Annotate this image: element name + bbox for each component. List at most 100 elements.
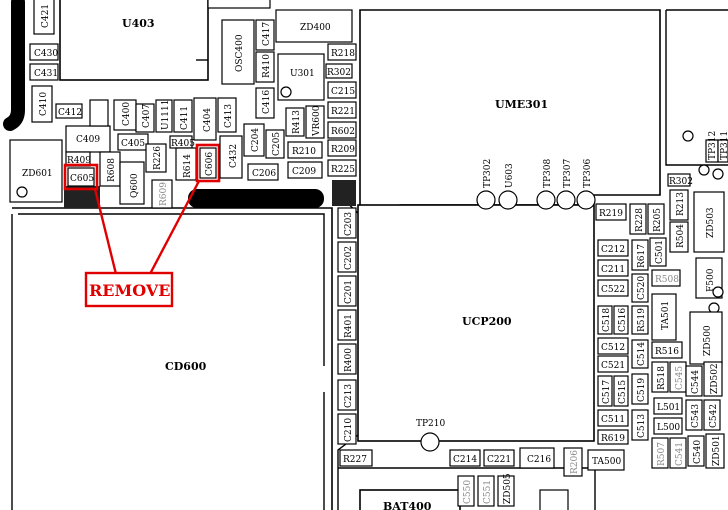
remove-label: REMOVE (89, 281, 170, 300)
svg-text:C545: C545 (675, 366, 685, 390)
comp-r519 (631, 305, 649, 335)
comp-zd505 (497, 475, 515, 507)
comp-r206 (563, 447, 583, 477)
remove-callout (84, 271, 174, 308)
svg-text:ZD400: ZD400 (300, 23, 331, 33)
svg-text:C521: C521 (601, 361, 625, 371)
comp-r227 (339, 449, 373, 467)
comp-c514 (631, 339, 649, 369)
comp-c521 (597, 355, 629, 373)
svg-text:C202: C202 (344, 246, 354, 270)
comp-c409 (65, 125, 111, 153)
svg-text:R401: R401 (344, 314, 354, 338)
comp-block-2 (332, 180, 356, 206)
svg-text:TP311: TP311 (720, 131, 728, 160)
comp-c432 (219, 135, 243, 179)
comp-l500 (653, 417, 683, 435)
svg-text:ZD502: ZD502 (710, 363, 720, 394)
comp-c412 (55, 103, 83, 119)
svg-text:R226: R226 (153, 146, 163, 170)
comp-c421 (33, 0, 55, 35)
svg-text:R508: R508 (655, 275, 679, 285)
comp-r609 (151, 179, 173, 209)
comp-c203 (337, 207, 357, 239)
highlight-c606 (195, 143, 221, 183)
comp-c550 (457, 475, 475, 507)
svg-text:C511: C511 (601, 415, 625, 425)
svg-text:C212: C212 (601, 245, 625, 255)
comp-r400 (337, 343, 357, 375)
svg-text:C543: C543 (691, 404, 701, 428)
comp-c431 (29, 63, 59, 81)
connector-bar (188, 189, 324, 208)
svg-text:C215: C215 (331, 87, 355, 97)
comp-c411 (173, 99, 193, 133)
comp-c202 (337, 241, 357, 273)
chip-u403-label: U403 (122, 17, 155, 30)
svg-text:C516: C516 (618, 308, 628, 332)
comp-c522 (597, 279, 629, 297)
svg-text:C407: C407 (142, 104, 152, 128)
comp-r401 (337, 309, 357, 341)
comp-c410 (31, 85, 53, 123)
comp-r602 (327, 121, 357, 139)
comp-c551 (477, 475, 495, 507)
comp-r219 (595, 203, 627, 221)
comp-r210 (287, 141, 323, 159)
svg-text:R409: R409 (67, 156, 91, 166)
svg-text:C416: C416 (262, 90, 272, 114)
comp-c511 (597, 409, 629, 427)
svg-text:U1111: U1111 (161, 100, 171, 131)
svg-text:C214: C214 (453, 455, 477, 465)
svg-text:R410: R410 (262, 54, 272, 78)
svg-text:U603: U603 (505, 163, 515, 188)
u603-pad (498, 190, 518, 210)
comp-c513 (631, 409, 649, 441)
svg-text:C515: C515 (618, 380, 628, 404)
comp-r504 (669, 221, 689, 253)
svg-text:C501: C501 (655, 240, 665, 264)
chip-ta500 (587, 449, 625, 471)
svg-text:R221: R221 (331, 107, 355, 117)
svg-text:C542: C542 (709, 404, 719, 428)
comp-r516 (651, 341, 683, 359)
svg-text:C216: C216 (527, 455, 551, 465)
chip-q600 (119, 161, 145, 205)
svg-text:R405: R405 (171, 139, 195, 149)
svg-text:C551: C551 (483, 480, 493, 504)
svg-text:R608: R608 (107, 158, 117, 182)
comp-c407 (135, 103, 155, 133)
chip-ta501 (651, 293, 677, 341)
comp-c215 (327, 81, 357, 99)
svg-text:C405: C405 (121, 139, 145, 149)
comp-c430 (29, 43, 59, 61)
svg-text:C431: C431 (34, 69, 58, 79)
comp-c221 (483, 449, 515, 467)
comp-bottom (539, 489, 569, 510)
svg-text:C513: C513 (637, 414, 647, 438)
svg-text:R504: R504 (676, 224, 686, 248)
cd600-frame (12, 207, 333, 510)
svg-text:R206: R206 (570, 450, 580, 474)
comp-c542 (703, 399, 721, 431)
svg-text:C432: C432 (229, 144, 239, 168)
svg-text:R228: R228 (635, 208, 645, 232)
chip-zd500 (689, 311, 723, 365)
chip-u403 (59, 0, 209, 81)
svg-text:C544: C544 (691, 370, 701, 394)
comp-top (207, 0, 271, 9)
comp-block (64, 186, 100, 208)
svg-text:R519: R519 (637, 308, 647, 332)
svg-text:R609: R609 (159, 182, 169, 206)
comp-c515 (613, 375, 629, 407)
svg-text:TP307: TP307 (563, 158, 573, 188)
svg-text:R227: R227 (343, 455, 367, 465)
svg-text:R210: R210 (292, 147, 316, 157)
svg-text:C409: C409 (76, 135, 100, 145)
svg-text:ZD503: ZD503 (706, 207, 716, 238)
svg-text:TA501: TA501 (661, 301, 671, 330)
comp-r507 (651, 437, 669, 469)
tp308-pad (536, 190, 556, 210)
svg-text:R617: R617 (637, 244, 647, 268)
svg-text:R213: R213 (676, 192, 686, 216)
